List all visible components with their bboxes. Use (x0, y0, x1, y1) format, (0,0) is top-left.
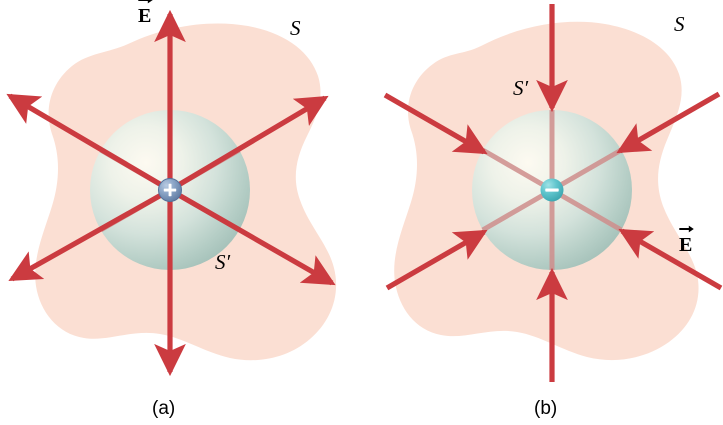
field-arrow-from-upper-left (383, 92, 488, 155)
panel-a: E S S′ (a) (6, 0, 337, 418)
field-arrow-lower-left (8, 187, 172, 282)
panel-a-illustration (6, 9, 337, 377)
field-arrow-from-upper-right (616, 91, 721, 154)
panel-b-illustration (383, 4, 723, 382)
field-arrow-upper-right (168, 95, 329, 193)
positive-point-charge (158, 178, 182, 202)
field-arrow-from-lower-left (385, 229, 488, 291)
negative-point-charge (540, 178, 564, 202)
field-arrow-upper-left (6, 93, 172, 193)
field-arrow-from-lower-right (618, 228, 723, 291)
panel-b: S S′ E (b) (361, 0, 723, 425)
electric-field-lines-inward (383, 4, 723, 382)
field-arrow-lower-right (168, 187, 336, 286)
electric-field-lines-outward (6, 9, 336, 377)
